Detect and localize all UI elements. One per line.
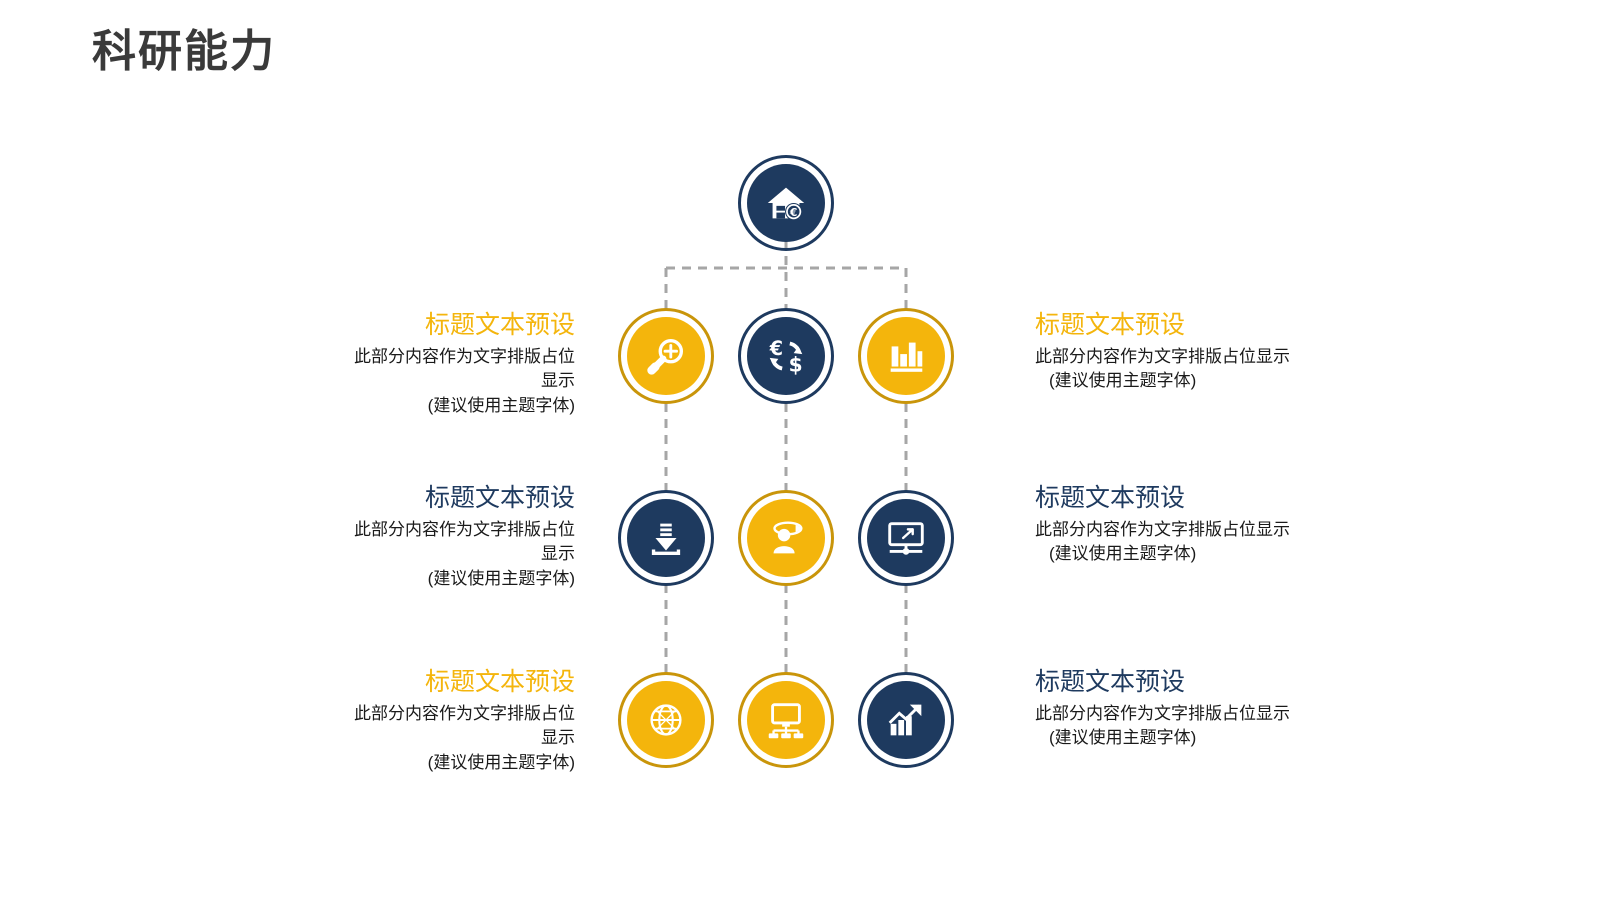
text-block-right-row-3: 标题文本预设 此部分内容作为文字排版占位显示 (建议使用主题字体) <box>1035 667 1323 751</box>
node-r2c2[interactable] <box>738 490 834 586</box>
node-ring <box>618 490 714 586</box>
bar-chart-icon <box>890 342 923 372</box>
text-title: 标题文本预设 <box>424 484 575 512</box>
person-speech-icon <box>773 521 803 554</box>
node-disc <box>627 317 705 395</box>
node-root[interactable]: € <box>738 155 834 251</box>
node-ring <box>738 308 834 404</box>
node-ring <box>858 490 954 586</box>
svg-text:€: € <box>789 207 797 219</box>
node-r1c2[interactable]: € $ <box>738 308 834 404</box>
node-r1c3[interactable] <box>858 308 954 404</box>
text-note: (建议使用主题字体) <box>1049 728 1197 748</box>
node-disc <box>867 499 945 577</box>
monitor-presentation-icon <box>888 522 924 555</box>
node-ring <box>738 155 834 251</box>
currency-exchange-icon: € $ <box>769 337 803 376</box>
svg-text:$: $ <box>789 352 803 376</box>
node-ring <box>618 308 714 404</box>
text-title: 标题文本预设 <box>424 668 575 696</box>
node-r1c1[interactable] <box>618 308 714 404</box>
text-note: (建议使用主题字体) <box>427 395 575 415</box>
text-body: 此部分内容作为文字排版占位显示 <box>1035 520 1290 540</box>
globe-network-icon <box>650 704 682 736</box>
house-euro-icon: € <box>767 187 805 221</box>
computer-network-icon <box>768 703 804 739</box>
text-note: (建议使用主题字体) <box>1049 544 1197 564</box>
node-r3c2[interactable] <box>738 672 834 768</box>
text-note: (建议使用主题字体) <box>427 568 575 588</box>
text-body: 此部分内容作为文字排版占位显示 <box>354 704 575 748</box>
node-r2c1[interactable] <box>618 490 714 586</box>
text-title: 标题文本预设 <box>1035 484 1186 512</box>
text-note: (建议使用主题字体) <box>1049 371 1197 391</box>
svg-text:€: € <box>769 337 783 360</box>
download-icon <box>651 523 681 556</box>
text-body: 此部分内容作为文字排版占位显示 <box>354 520 575 564</box>
growth-chart-icon <box>888 704 922 736</box>
node-ring <box>738 490 834 586</box>
node-disc <box>747 681 825 759</box>
node-ring <box>738 672 834 768</box>
node-ring <box>858 672 954 768</box>
text-body: 此部分内容作为文字排版占位显示 <box>1035 704 1290 724</box>
text-block-right-row-2: 标题文本预设 此部分内容作为文字排版占位显示 (建议使用主题字体) <box>1035 483 1323 567</box>
text-body: 此部分内容作为文字排版占位显示 <box>354 347 575 391</box>
node-r3c3[interactable] <box>858 672 954 768</box>
text-block-right-row-1: 标题文本预设 此部分内容作为文字排版占位显示 (建议使用主题字体) <box>1035 310 1323 394</box>
text-block-left-row-1: 标题文本预设 此部分内容作为文字排版占位显示 (建议使用主题字体) <box>345 310 575 418</box>
text-title: 标题文本预设 <box>424 311 575 339</box>
text-body: 此部分内容作为文字排版占位显示 <box>1035 347 1290 367</box>
page-title: 科研能力 <box>92 27 276 76</box>
node-ring <box>618 672 714 768</box>
node-disc <box>747 317 825 395</box>
text-title: 标题文本预设 <box>1035 311 1186 339</box>
node-ring <box>858 308 954 404</box>
text-block-left-row-3: 标题文本预设 此部分内容作为文字排版占位显示 (建议使用主题字体) <box>345 667 575 775</box>
node-r3c1[interactable] <box>618 672 714 768</box>
node-r2c3[interactable] <box>858 490 954 586</box>
text-note: (建议使用主题字体) <box>427 752 575 772</box>
magnifier-plus-icon <box>647 338 684 375</box>
text-title: 标题文本预设 <box>1035 668 1186 696</box>
text-block-left-row-2: 标题文本预设 此部分内容作为文字排版占位显示 (建议使用主题字体) <box>345 483 575 591</box>
